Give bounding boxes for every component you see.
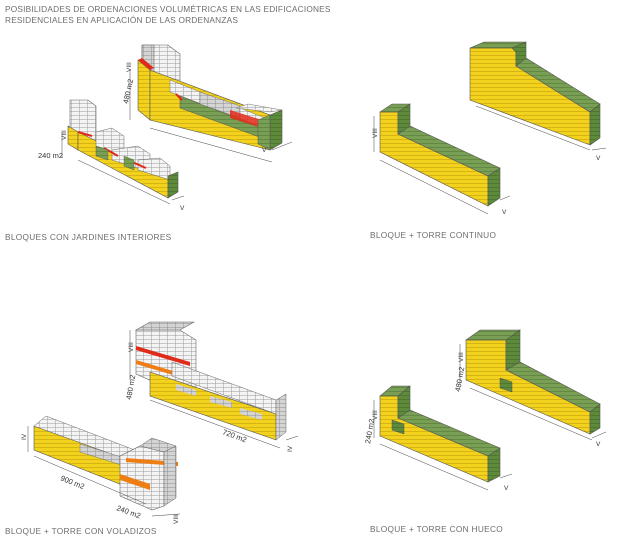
header-line-2: RESIDENCIALES EN APLICACIÓN DE LAS ORDEN…: [5, 15, 239, 25]
floors-label-v-front: V: [180, 205, 185, 212]
area-label-240: 240 m2: [363, 418, 376, 444]
floors-label-v-back: V: [596, 155, 601, 162]
floors-label-v-front: V: [504, 485, 509, 492]
area-label-900: 900 m2: [59, 474, 86, 492]
block-front-240: [67, 99, 179, 199]
dimensions-panel-4: [373, 344, 607, 491]
panel-jardines-interiores: 480 m2 240 m2 VIII VIII V V: [38, 44, 293, 212]
floors-label-iv-front: IV: [21, 433, 28, 440]
area-label-240: 240 m2: [38, 151, 63, 160]
area-label-720: 720 m2: [221, 427, 248, 444]
panel-torre-continuo: VIII V V: [372, 41, 607, 216]
panel-torre-voladizos: 480 m2 720 m2 900 m2 240 m2 VIII IV IV V…: [21, 321, 299, 524]
dimensions-panel-1: [61, 70, 293, 205]
area-label-480: 480 m2: [453, 366, 466, 392]
block-front-hueco: [379, 385, 501, 483]
block-front-voladizos: [33, 415, 178, 511]
floors-label-viii: VIII: [372, 128, 379, 138]
block-back-voladizos: [134, 321, 287, 441]
panel-torre-hueco: 480 m2 240 m2 VIII VIII V V: [363, 329, 607, 492]
floors-label-viii-back: VIII: [126, 62, 133, 72]
area-label-240: 240 m2: [115, 503, 142, 520]
floors-label-v-back: V: [596, 441, 601, 448]
floors-label-viii-front: VIII: [372, 410, 379, 420]
floors-label-v-back: V: [262, 147, 267, 154]
header-line-1: POSIBILIDADES DE ORDENACIONES VOLUMÉTRIC…: [5, 4, 331, 14]
dimensions-panel-3: [27, 330, 299, 517]
block-back-480: [137, 44, 283, 151]
figure-header: POSIBILIDADES DE ORDENACIONES VOLUMÉTRIC…: [5, 4, 331, 26]
floors-label-iv-back: IV: [287, 445, 294, 452]
floors-label-viii-front: VIII: [173, 514, 180, 524]
caption-jardines-interiores: BLOQUES CON JARDINES INTERIORES: [5, 232, 172, 242]
caption-torre-continuo: BLOQUE + TORRE CONTINUO: [370, 230, 497, 240]
floors-label-viii-back: VIII: [458, 352, 465, 362]
block-front-continuo: [379, 103, 501, 207]
caption-torre-hueco: BLOQUE + TORRE CON HUECO: [370, 524, 503, 534]
block-back-continuo: [469, 41, 601, 146]
floors-label-v-front: V: [502, 209, 507, 216]
floors-label-viii-front: VIII: [61, 130, 68, 140]
area-label-480: 480 m2: [124, 374, 137, 400]
block-back-hueco: [465, 329, 601, 435]
caption-torre-voladizos: BLOQUE + TORRE CON VOLADIZOS: [5, 526, 157, 536]
floors-label-viii-back: VIII: [128, 342, 135, 352]
area-label-480: 480 m2: [121, 78, 135, 104]
dimensions-panel-2: [373, 105, 607, 215]
